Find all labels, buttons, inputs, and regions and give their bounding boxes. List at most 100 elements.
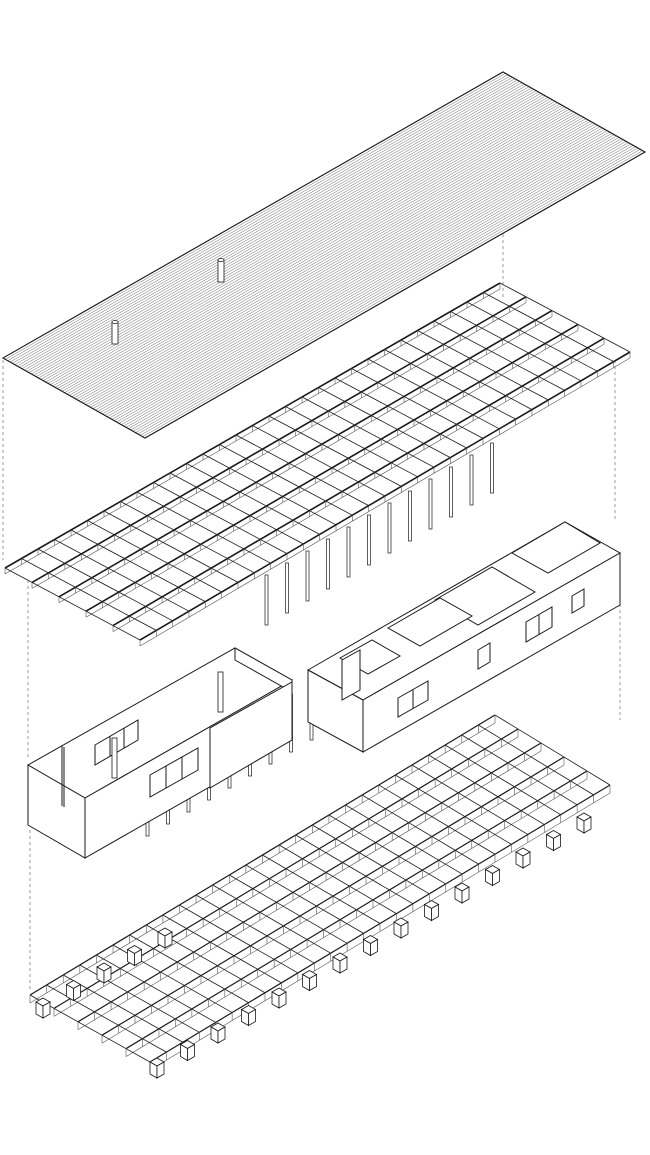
- cross-joist: [245, 864, 364, 934]
- roof-rib: [54, 101, 556, 388]
- cross-joist: [295, 834, 414, 905]
- cross-joist: [153, 482, 288, 554]
- roof-rib: [92, 122, 594, 409]
- pier-footing: [393, 917, 409, 939]
- roof-rib: [80, 115, 582, 403]
- cross-joist: [278, 844, 397, 914]
- pier-footing: [179, 1040, 196, 1062]
- cross-joist: [70, 529, 206, 602]
- roof-rib: [7, 74, 508, 361]
- roof-rib: [90, 121, 591, 408]
- pier-footing: [210, 1022, 226, 1044]
- cross-joist: [262, 854, 381, 924]
- cross-joist: [334, 377, 467, 449]
- cross-joist: [285, 406, 418, 478]
- door: [341, 649, 361, 701]
- cross-joist: [37, 548, 173, 622]
- roof-rib: [21, 82, 523, 369]
- cross-joist: [499, 282, 631, 353]
- cross-joist: [367, 358, 500, 430]
- pier-footing: [301, 970, 318, 992]
- roof-rib: [102, 127, 603, 415]
- cross-joist: [450, 311, 582, 382]
- roof-rib: [111, 133, 612, 420]
- cross-joist: [252, 425, 386, 497]
- right-wall-module: [306, 521, 622, 753]
- cross-joist: [87, 520, 222, 593]
- window: [397, 680, 429, 718]
- roof-rib: [85, 118, 586, 405]
- roof-rib: [121, 138, 622, 425]
- cross-joist: [179, 904, 299, 974]
- pier-footing: [271, 987, 287, 1009]
- pier-footing: [35, 997, 51, 1019]
- chimney-pipe: [111, 737, 118, 779]
- roof-rib: [40, 93, 541, 380]
- pier-footing: [240, 1005, 257, 1027]
- roof-rib: [66, 107, 568, 395]
- roof-rib: [118, 137, 620, 424]
- window: [477, 642, 491, 670]
- pier-footing: [332, 952, 348, 974]
- pier-footing: [362, 935, 379, 957]
- roof-sheet: [1, 71, 647, 439]
- roof-rib: [64, 106, 565, 393]
- roof-rib: [130, 143, 631, 431]
- cross-joist: [312, 824, 430, 895]
- wall-stud: [449, 466, 453, 518]
- cross-joist: [46, 984, 167, 1053]
- pier-footing: [96, 962, 112, 984]
- pier-footing: [65, 980, 82, 1002]
- roof-rib: [133, 145, 634, 432]
- cross-joist: [21, 558, 157, 631]
- cross-joist: [103, 510, 239, 583]
- cross-joist: [478, 724, 594, 796]
- cross-joist: [461, 734, 578, 806]
- roof-rib: [45, 95, 546, 383]
- wall-stud: [428, 478, 433, 530]
- roof-rib: [12, 77, 513, 364]
- roof-rib: [76, 113, 577, 400]
- cross-joist: [433, 320, 565, 391]
- roof-rib: [123, 139, 624, 427]
- roof-rib: [52, 99, 553, 387]
- roof-rib: [71, 110, 572, 397]
- roof-rib: [142, 150, 643, 437]
- cross-joist: [63, 974, 184, 1043]
- cross-joist: [361, 794, 479, 865]
- pier-footing: [515, 847, 531, 869]
- wall-stud: [264, 574, 269, 626]
- wall-stud: [367, 514, 371, 566]
- pier-footing: [545, 830, 562, 852]
- cross-joist: [202, 453, 337, 526]
- cross-joist: [186, 463, 320, 535]
- wall-stud: [305, 550, 310, 602]
- cross-joist: [219, 444, 353, 516]
- roof-rib: [140, 149, 641, 436]
- pier-footing: [454, 882, 470, 904]
- vent-pipe: [111, 320, 119, 345]
- cross-joist: [54, 539, 190, 612]
- cross-joist: [301, 396, 435, 468]
- roof-rib: [17, 79, 518, 367]
- roof-rib: [5, 73, 506, 360]
- roof-rib: [26, 85, 527, 372]
- cross-joist: [428, 754, 545, 825]
- wall-modules: [26, 521, 622, 859]
- roof-rib: [128, 142, 629, 429]
- roof-rib: [36, 90, 537, 377]
- cross-joist: [411, 764, 529, 835]
- wall-stud: [387, 502, 392, 554]
- roof-rib: [59, 103, 560, 391]
- window: [525, 606, 553, 643]
- pier-footing: [157, 927, 173, 949]
- roof-rib: [114, 134, 615, 421]
- roof-rib: [83, 117, 584, 404]
- roof-rib: [73, 111, 575, 399]
- wall-stud: [469, 454, 474, 506]
- cross-joist: [96, 954, 216, 1023]
- pier-footing: [423, 900, 440, 922]
- roof-rib: [97, 125, 598, 412]
- cross-joist: [351, 368, 484, 439]
- roof-rib: [135, 146, 636, 433]
